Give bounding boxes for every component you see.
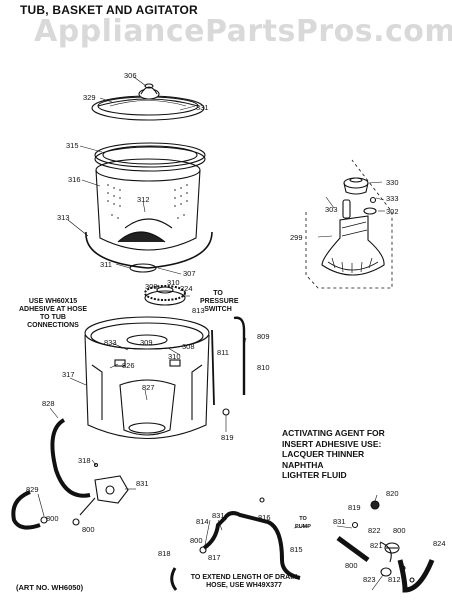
label-307: 307 <box>183 269 196 278</box>
label-330: 330 <box>386 178 399 187</box>
pump-assembly <box>11 462 129 530</box>
label-316: 316 <box>68 175 81 184</box>
label-823: 823 <box>363 575 376 584</box>
tub-cover <box>91 83 205 121</box>
label-311: 311 <box>100 260 112 269</box>
label-310: 310 <box>167 278 180 287</box>
label-302: 302 <box>386 207 399 216</box>
diagram-title: TUB, BASKET AND AGITATOR <box>20 3 198 17</box>
label-331: 331 <box>196 103 209 112</box>
fill-hose <box>233 316 246 395</box>
watermark: AppliancePartsPros.com <box>34 14 452 49</box>
agent-line-5: LIGHTER FLUID <box>282 470 347 480</box>
pressure-switch-note: TO PRESSURE SWITCH <box>200 290 239 313</box>
label-309: 309 <box>145 282 158 291</box>
label-310b: 310 <box>168 352 181 361</box>
label-827: 827 <box>142 383 155 392</box>
label-317: 317 <box>62 370 75 379</box>
label-315: 315 <box>66 141 79 150</box>
label-299: 299 <box>290 233 303 242</box>
label-318: 318 <box>78 456 91 465</box>
pressure-tube <box>211 329 215 406</box>
label-809: 809 <box>257 332 270 341</box>
label-800e: 800 <box>345 561 358 570</box>
label-800c: 800 <box>190 536 203 545</box>
agent-line-3: LACQUER THINNER <box>282 449 365 459</box>
label-833: 833 <box>104 338 117 347</box>
label-800d: 800 <box>393 526 406 535</box>
label-821: 821 <box>370 541 383 550</box>
label-826: 826 <box>122 361 135 370</box>
label-813: 813 <box>192 306 205 315</box>
label-822: 822 <box>368 526 381 535</box>
label-817: 817 <box>208 553 221 562</box>
label-824: 824 <box>433 539 446 548</box>
label-831a: 831 <box>136 479 149 488</box>
label-819: 819 <box>221 433 234 442</box>
adhesive-note: USE WH60X15 ADHESIVE AT HOSE TO TUB CONN… <box>18 298 88 329</box>
label-829: 829 <box>26 485 39 494</box>
art-number: (ART NO. WH6050) <box>16 583 84 592</box>
label-303: 303 <box>325 205 338 214</box>
basket-hub <box>144 285 186 306</box>
label-820: 820 <box>386 489 399 498</box>
label-812: 812 <box>388 575 401 584</box>
label-811: 811 <box>217 348 229 357</box>
label-828: 828 <box>42 399 55 408</box>
label-815: 815 <box>290 545 303 554</box>
spin-basket <box>95 158 201 251</box>
agent-line-1: ACTIVATING AGENT FOR <box>282 428 385 438</box>
label-313: 313 <box>57 213 70 222</box>
drain-hose-828 <box>50 418 91 498</box>
label-308: 308 <box>182 342 195 351</box>
label-819b: 819 <box>348 503 361 512</box>
label-333: 333 <box>386 194 399 203</box>
label-810: 810 <box>257 363 270 372</box>
drain-hose-815 <box>202 511 301 580</box>
to-pump-note: TO PUMP <box>295 516 311 530</box>
label-309b: 309 <box>140 338 153 347</box>
activating-agent-note: ACTIVATING AGENT FOR INSERT ADHESIVE USE… <box>282 428 385 481</box>
label-800a: 800 <box>46 514 59 523</box>
label-818: 818 <box>158 549 171 558</box>
agent-line-2: INSERT ADHESIVE USE: <box>282 438 382 449</box>
agitator <box>321 177 385 276</box>
label-814: 814 <box>196 517 209 526</box>
balance-ring <box>94 142 206 172</box>
label-831b: 831 <box>212 511 225 520</box>
outer-tub <box>84 316 210 440</box>
agitator-frame <box>305 159 393 289</box>
label-816: 816 <box>258 513 271 522</box>
label-224: 224 <box>180 284 193 293</box>
agent-line-4: NAPHTHA <box>282 459 324 470</box>
label-306: 306 <box>124 71 137 80</box>
label-831c: 831 <box>333 517 346 526</box>
tub-ring-clamp <box>85 231 213 269</box>
label-312: 312 <box>137 195 150 204</box>
drain-hose-note: TO EXTEND LENGTH OF DRAIN HOSE, USE WH49… <box>190 574 298 589</box>
right-hose-assembly <box>336 500 435 593</box>
label-329: 329 <box>83 93 96 102</box>
label-800b: 800 <box>82 525 95 534</box>
